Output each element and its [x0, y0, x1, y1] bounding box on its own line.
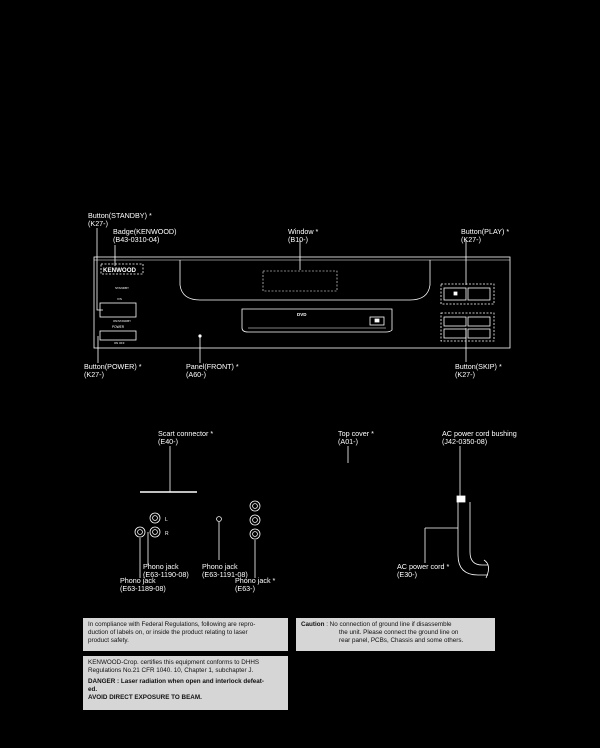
window-frame	[179, 260, 431, 301]
badge-logo: KENWOOD	[103, 267, 137, 274]
skip-back-button	[443, 316, 467, 327]
play-pause-button	[467, 287, 491, 301]
label-phono-jack-1190: Phono jack(E63-1190-08)	[143, 562, 189, 580]
label-ac-bushing: AC power cord bushing(J42-0350-08)	[442, 429, 517, 447]
label-scart-connector: Scart connector *(E40-)	[158, 429, 214, 447]
jack-l	[149, 512, 161, 524]
dhhs-notice-box: KENWOOD-Crop. certifies this equipment c…	[83, 656, 288, 710]
jack-stack-2	[249, 514, 261, 526]
avoid-exposure: AVOID DIRECT EXPOSURE TO BEAM.	[88, 694, 202, 701]
label-top-cover: Top cover *(A01-)	[338, 429, 374, 447]
play-button-group	[440, 283, 495, 305]
chassis-outline	[93, 256, 511, 349]
label-play-button: Button(PLAY) *(K27-)	[461, 227, 510, 245]
vs-text: V/S	[117, 297, 122, 301]
standby-text: STANDBY	[115, 286, 129, 290]
power-button	[99, 330, 137, 341]
display-window	[262, 270, 338, 292]
on-standby-text: ON/STANDBY	[113, 319, 131, 323]
on-off-text: ON OFF	[114, 341, 125, 345]
label-ac-power-cord: AC power cord *(E30-)	[397, 562, 450, 580]
fast-fwd-button	[467, 328, 491, 339]
power-text: POWER	[112, 325, 125, 329]
label-badge: Badge(KENWOOD)(B43-0310-04)	[113, 227, 177, 245]
jack-r-label: R	[165, 531, 169, 537]
label-phono-jack-e63: Phono jack *(E63-)	[235, 576, 276, 594]
federal-notice-box: In compliance with Federal Regulations, …	[83, 618, 288, 651]
disc-slot	[241, 308, 393, 333]
label-front-panel: Panel(FRONT) *(A60-)	[186, 362, 239, 380]
jack-r	[149, 526, 161, 538]
caution-title: Caution	[301, 621, 325, 628]
label-standby-button: Button(STANDBY) *(K27-)	[88, 211, 152, 229]
jack-l-label: L	[165, 517, 168, 523]
standby-button	[99, 302, 137, 318]
label-power-button: Button(POWER) *(K27-)	[84, 362, 142, 380]
label-window: Window *(B10-)	[288, 227, 319, 245]
jack-stack-1	[249, 500, 261, 512]
danger-line-1: DANGER : Laser radiation when open and i…	[88, 678, 264, 685]
eject-button	[369, 316, 385, 326]
label-phono-jack-1191: Phono jack(E63-1191-08)	[202, 562, 248, 580]
dvd-logo: DVD	[297, 312, 307, 317]
label-phono-jack-1189: Phono jack(E63-1189-08)	[120, 576, 166, 594]
fast-back-button	[443, 328, 467, 339]
skip-button-group	[440, 312, 495, 342]
jack-stack-3	[249, 528, 261, 540]
ac-bushing	[456, 495, 466, 503]
ac-power-cord	[457, 502, 488, 576]
caution-notice-box: Caution : No connection of ground line i…	[296, 618, 495, 651]
jack-small	[216, 516, 222, 522]
label-skip-button: Button(SKIP) *(K27-)	[455, 362, 502, 380]
skip-fwd-button	[467, 316, 491, 327]
badge-outline	[100, 263, 144, 275]
play-stop-button	[443, 287, 467, 301]
jack-single	[134, 526, 146, 538]
danger-line-2: ed.	[88, 686, 98, 693]
